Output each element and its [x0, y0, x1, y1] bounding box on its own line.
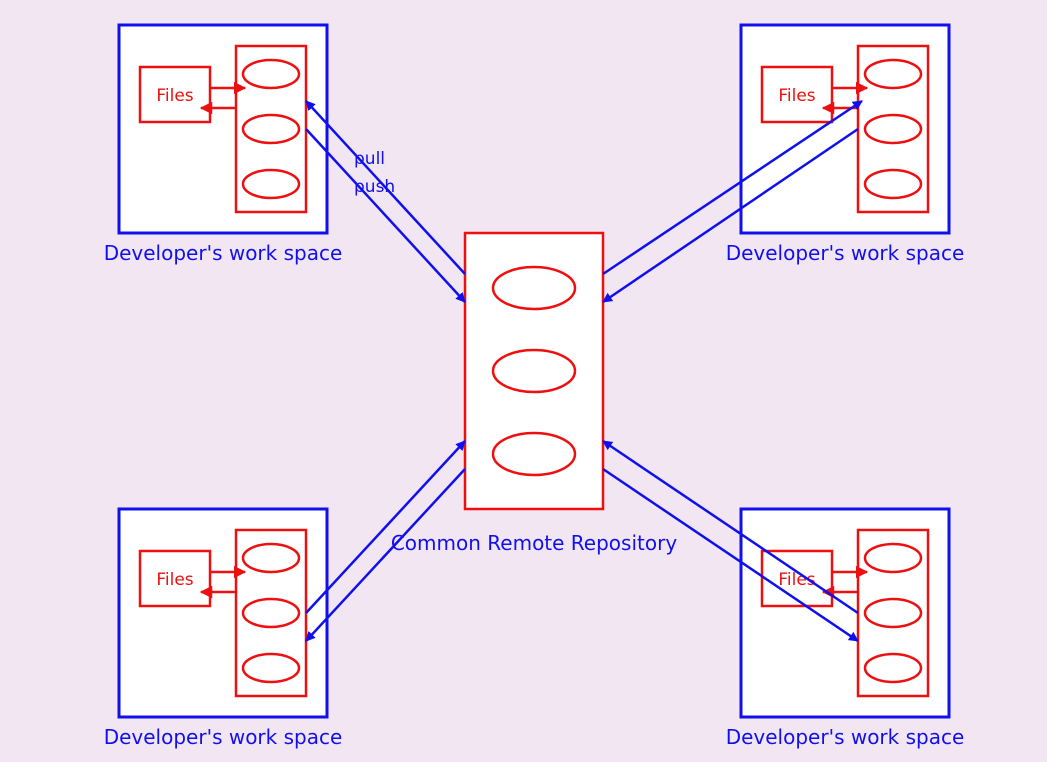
commit-slot [863, 58, 923, 90]
commit-slot [863, 652, 923, 684]
remote-commit-slot [491, 348, 577, 394]
remote-commit-slot [491, 431, 577, 477]
pull-arrow [305, 468, 466, 642]
files-box [760, 65, 834, 124]
workspace-top-right: Files Developer's work space [726, 23, 965, 265]
workspace-label: Developer's work space [104, 241, 343, 265]
files-box [760, 549, 834, 608]
commit-slot [863, 597, 923, 629]
connectors: pull push [305, 99, 863, 643]
commit-slot [241, 652, 301, 684]
files-label: Files [778, 86, 815, 106]
files-box [138, 65, 212, 124]
pull-label: pull [354, 149, 385, 169]
pull-arrow [602, 467, 859, 643]
files-box [138, 549, 212, 608]
commit-slot [241, 58, 301, 90]
commit-slot [241, 113, 301, 145]
workspace-bottom-left: Files Developer's work space [104, 507, 343, 749]
workspace-label: Developer's work space [726, 725, 965, 749]
workspace-label: Developer's work space [104, 725, 343, 749]
remote-commit-slot [491, 265, 577, 311]
commit-slot [863, 168, 923, 200]
commit-slot [241, 168, 301, 200]
commit-slot [863, 113, 923, 145]
push-label: push [354, 177, 395, 197]
commit-slot [241, 542, 301, 574]
push-arrow [305, 440, 466, 614]
remote-repository-label: Common Remote Repository [391, 531, 677, 555]
push-arrow [602, 99, 863, 276]
pull-arrow [305, 100, 466, 275]
workspace-bottom-right: Files Developer's work space [726, 507, 965, 749]
commit-slot [241, 597, 301, 629]
push-arrow [305, 128, 466, 303]
files-label: Files [156, 86, 193, 106]
push-arrow [602, 439, 859, 615]
files-label: Files [156, 570, 193, 590]
files-label: Files [778, 570, 815, 590]
commit-slot [863, 542, 923, 574]
pull-arrow [602, 127, 859, 304]
workspace-top-left: Files Developer's work space [104, 23, 343, 265]
remote-repository: Common Remote Repository [391, 231, 677, 555]
workspace-label: Developer's work space [726, 241, 965, 265]
